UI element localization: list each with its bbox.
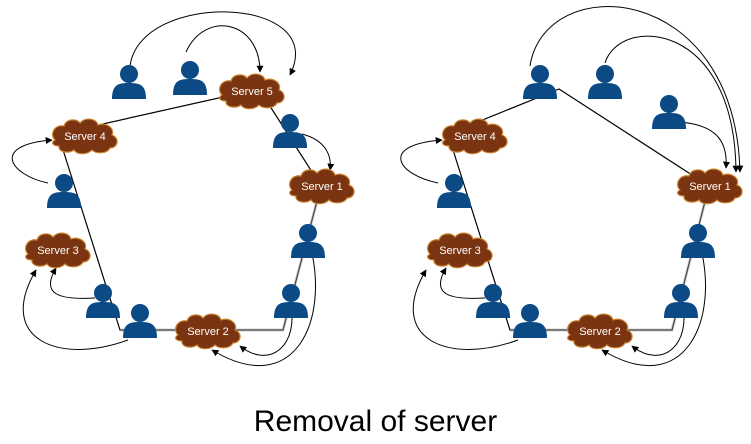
cloud-icon: Server 5 [218,73,285,110]
arrows-before [12,11,335,366]
cloud-icon: Server 4 [51,118,118,155]
users-after [437,65,715,338]
cloud-icon: Server 1 [288,168,355,205]
user-icon [274,284,308,318]
user-icon [173,61,207,95]
servers-before: Server 5 Server 1 Server 2 Server 3 Serv… [24,73,355,350]
cloud-icon: Server 2 [174,313,241,350]
user-icon [588,65,622,99]
server-label: Server 1 [689,181,731,193]
user-icon [652,95,686,129]
user-icon [112,65,146,99]
server-label: Server 2 [187,326,229,338]
cloud-icon: Server 1 [676,168,743,205]
user-icon [123,304,157,338]
server-label: Server 2 [579,326,621,338]
cloud-icon: Server 2 [566,313,633,350]
user-icon [513,304,547,338]
server-label: Server 1 [301,181,343,193]
user-icon [664,284,698,318]
user-icon [523,65,557,99]
users-before [47,61,325,338]
cloud-icon: Server 4 [441,118,508,155]
cloud-icon: Server 3 [426,232,493,269]
server-label: Server 4 [454,131,496,143]
server-label: Server 5 [231,86,273,98]
user-icon [291,224,325,258]
user-icon [86,284,120,318]
user-icon [476,284,510,318]
cloud-icon: Server 3 [24,232,91,269]
server-label: Server 3 [37,245,79,257]
servers-after: Server 1 Server 2 Server 3 Server 4 [426,118,743,350]
arrows-after [400,6,744,366]
server-label: Server 3 [439,245,481,257]
user-icon [681,224,715,258]
server-label: Server 4 [64,131,106,143]
diagram-caption: Removal of server [253,405,498,438]
